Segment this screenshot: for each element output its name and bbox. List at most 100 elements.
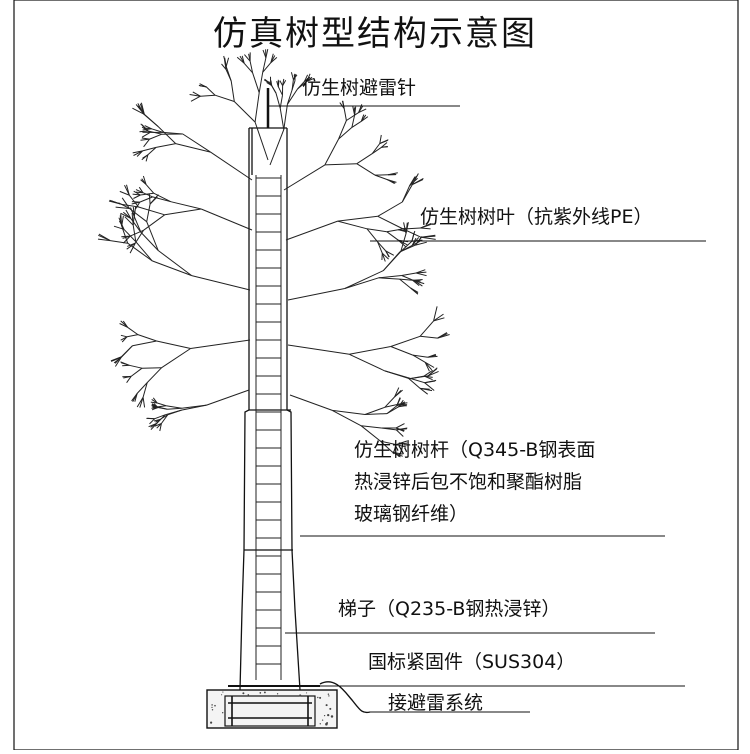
branch — [372, 147, 381, 153]
branch — [338, 221, 367, 229]
speckle — [264, 691, 266, 693]
label-trunk-line-2: 热浸锌后包不饱和聚酯树脂 — [354, 470, 582, 495]
speckle — [214, 705, 216, 707]
branch — [387, 232, 399, 241]
branch — [226, 70, 231, 82]
speckle — [331, 715, 333, 717]
branch — [192, 276, 250, 290]
label-trunk-line-1: 仿生树树杆（Q345-B钢表面 — [354, 438, 595, 463]
branch — [284, 165, 325, 190]
branch — [421, 236, 435, 237]
branch — [412, 231, 415, 241]
branch — [231, 81, 234, 102]
branch — [280, 108, 284, 130]
branch — [325, 164, 357, 165]
branch — [378, 242, 383, 253]
branch — [133, 195, 140, 199]
branch — [349, 354, 385, 371]
branch — [391, 347, 413, 356]
speckle — [242, 692, 244, 694]
branch — [211, 152, 253, 180]
branch — [162, 349, 191, 368]
speckle — [326, 704, 328, 706]
branch — [156, 144, 176, 148]
branch — [383, 252, 399, 271]
speckle — [319, 697, 321, 699]
speckle — [328, 693, 329, 694]
label-grounding: 接避雷系统 — [388, 691, 483, 716]
branch — [226, 58, 228, 67]
branch — [183, 134, 211, 152]
branch — [133, 341, 157, 346]
branch — [157, 341, 191, 349]
branch — [396, 424, 405, 428]
branch — [147, 204, 150, 222]
speckle — [328, 695, 329, 696]
branch — [357, 154, 373, 164]
branch — [385, 371, 410, 379]
branch — [149, 193, 150, 204]
branch — [121, 335, 127, 337]
branch — [150, 134, 162, 139]
branch — [200, 95, 215, 96]
branch — [288, 289, 345, 301]
speckle — [277, 693, 278, 694]
branch — [144, 114, 158, 126]
speckle — [306, 692, 307, 693]
speckle — [221, 694, 222, 695]
branch — [345, 278, 379, 289]
branch — [167, 408, 181, 409]
branch — [387, 407, 399, 414]
concrete-foundation — [207, 682, 370, 728]
branch — [349, 347, 391, 355]
branch — [375, 175, 387, 180]
branch — [165, 209, 202, 215]
branch — [280, 81, 283, 86]
branch — [234, 102, 255, 123]
tree-branches — [98, 49, 450, 457]
trunk-pole — [240, 128, 300, 690]
branch — [420, 336, 438, 338]
speckle — [320, 723, 321, 724]
branch — [406, 223, 407, 234]
branch — [142, 368, 162, 369]
branch — [253, 73, 260, 93]
label-lightning-rod: 仿生树避雷针 — [302, 76, 416, 101]
branch — [346, 113, 358, 121]
branch — [146, 184, 154, 193]
branch — [142, 138, 150, 139]
branch — [288, 345, 349, 354]
branch — [378, 216, 403, 229]
branch — [141, 232, 158, 250]
branch — [215, 95, 234, 101]
speckle — [324, 715, 325, 716]
branch — [325, 139, 339, 165]
branch — [140, 131, 149, 132]
speckle — [329, 708, 331, 710]
branch — [292, 80, 293, 90]
speckle — [299, 694, 301, 696]
branch — [391, 336, 420, 346]
speckle — [222, 692, 223, 693]
branch — [379, 276, 402, 278]
branch — [291, 72, 293, 79]
label-leaves: 仿生树树叶（抗紫外线PE） — [420, 205, 652, 230]
branch — [345, 271, 384, 289]
branch — [171, 202, 201, 209]
branch — [168, 410, 182, 415]
branch — [191, 96, 200, 101]
branch — [420, 321, 434, 336]
branch — [409, 376, 424, 379]
branch — [176, 144, 211, 153]
branch — [142, 132, 150, 137]
branch — [139, 207, 165, 215]
branch — [378, 202, 403, 216]
speckle — [248, 694, 249, 695]
branch — [140, 197, 153, 202]
branch — [201, 209, 252, 230]
speckle — [222, 712, 223, 713]
speckle — [259, 692, 261, 694]
branch — [259, 72, 263, 92]
